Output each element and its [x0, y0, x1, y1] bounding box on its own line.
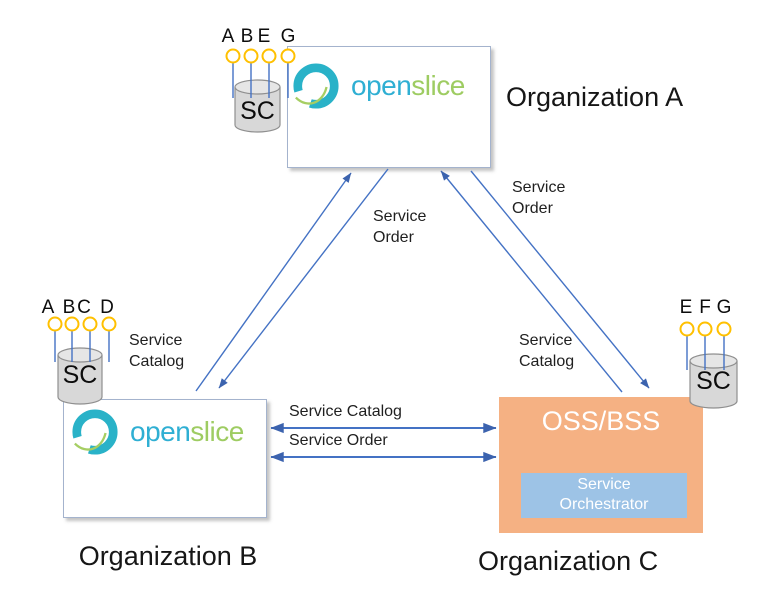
ac-service-catalog-label: Service Catalog — [519, 332, 575, 370]
org-a-interface-stems — [232, 62, 289, 98]
org-a-sc-label: SC — [240, 97, 275, 125]
org-c-oss-bss-box: OSS/BSS Service Orchestrator — [499, 397, 703, 533]
org-c-interface-lollipop-icons — [679, 321, 732, 337]
org-b-interface-label: C — [77, 297, 91, 318]
org-b-interface-label: B — [62, 297, 76, 318]
org-b-openslice-box: openslice — [63, 399, 267, 518]
org-a-interface-label: B — [240, 26, 254, 47]
logo-leaf-swoosh — [74, 432, 107, 451]
wordmark-slice: slice — [411, 70, 465, 101]
org-b-interface-lollipop-icons — [47, 316, 117, 332]
bc-service-order-label: Service Order — [289, 432, 388, 449]
org-a-interface-label: E — [257, 26, 271, 47]
logo-leaf-swoosh — [295, 86, 328, 105]
wordmark-slice: slice — [190, 416, 244, 447]
openslice-wordmark: openslice — [130, 418, 244, 446]
org-a-title: Organization A — [506, 82, 684, 112]
org-b-interface-stems — [54, 330, 110, 362]
org-c-title: Organization C — [478, 546, 659, 576]
openslice-logo-icon — [293, 63, 339, 109]
org-c-interface-stems — [686, 335, 725, 370]
openslice-logo: openslice — [71, 408, 244, 456]
org-b-interface-label: A — [41, 297, 55, 318]
ac-service-order-label: Service Order — [512, 179, 566, 217]
org-a-interface-label: A — [221, 26, 235, 47]
ab-service-order-label: Service Order — [373, 208, 427, 246]
openslice-logo: openslice — [292, 62, 465, 110]
bc-service-catalog-label: Service Catalog — [289, 403, 402, 420]
orchestrator-label-line2: Orchestrator — [559, 496, 649, 513]
openslice-logo-icon — [72, 409, 118, 455]
org-a-interface-label: G — [280, 26, 296, 47]
org-c-interface-label: G — [716, 297, 732, 318]
openslice-wordmark: openslice — [351, 72, 465, 100]
orchestrator-label-line1: Service — [577, 476, 631, 493]
oss-bss-title: OSS/BSS — [541, 406, 661, 436]
org-c-sc-label: SC — [696, 367, 731, 395]
org-b-sc-label: SC — [62, 361, 98, 389]
org-c-interface-label: E — [679, 297, 693, 318]
org-b-interface-label: D — [100, 297, 114, 318]
org-c-interface-label: F — [699, 297, 711, 318]
b-service-catalog-label: Service Catalog — [129, 332, 185, 370]
org-a-openslice-box: openslice — [287, 46, 491, 168]
arrow-a-to-b — [218, 168, 389, 389]
arrow-b-to-a — [195, 172, 352, 392]
wordmark-open: open — [130, 416, 191, 447]
wordmark-open: open — [351, 70, 412, 101]
org-a-interface-lollipop-icons — [225, 48, 296, 64]
org-b-title: Organization B — [78, 541, 258, 571]
service-orchestrator-box: Service Orchestrator — [521, 473, 687, 518]
